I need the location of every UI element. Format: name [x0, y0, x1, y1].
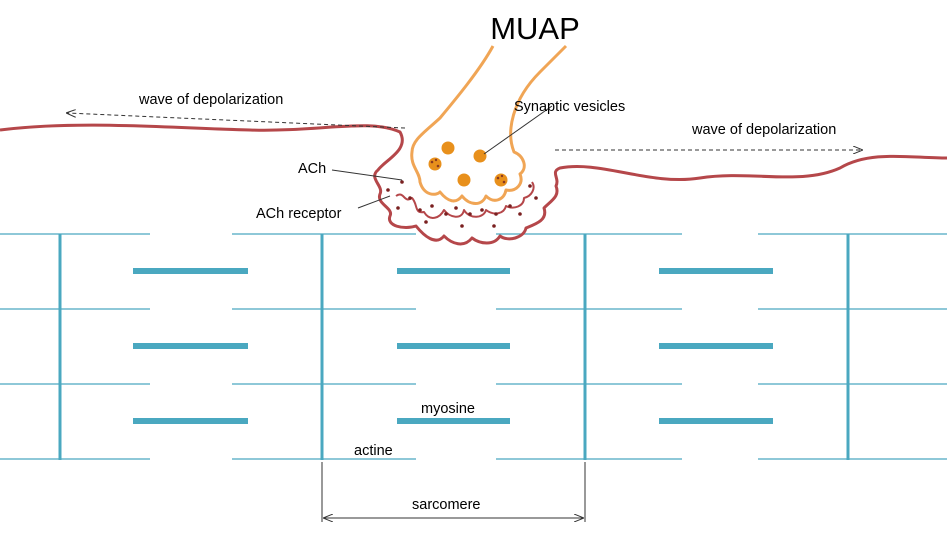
label-wave-right: wave of depolarization	[691, 122, 836, 138]
vesicle	[473, 149, 487, 163]
ach-molecules	[386, 180, 538, 228]
label-myosine: myosine	[421, 401, 475, 417]
label-ach-receptor: ACh receptor	[256, 206, 342, 222]
z-lines	[58, 234, 850, 460]
muscle-membrane	[0, 123, 947, 246]
label-wave-left: wave of depolarization	[138, 92, 283, 108]
myosin-filaments	[133, 268, 773, 424]
synaptic-vesicles	[428, 141, 508, 187]
postsynaptic-folds	[395, 181, 535, 219]
label-actine: actine	[354, 443, 393, 459]
label-synaptic-vesicles: Synaptic vesicles	[514, 99, 625, 115]
label-ach: ACh	[298, 161, 326, 177]
actin-filaments	[0, 233, 947, 460]
axon-terminal	[410, 44, 568, 205]
vesicle	[457, 173, 471, 187]
label-sarcomere: sarcomere	[412, 497, 481, 513]
wave-arrow-left	[67, 113, 406, 129]
title-muap: MUAP	[490, 11, 580, 46]
leader-lines	[331, 105, 553, 209]
sarcomere-bracket	[321, 462, 586, 522]
vesicle	[441, 141, 455, 155]
